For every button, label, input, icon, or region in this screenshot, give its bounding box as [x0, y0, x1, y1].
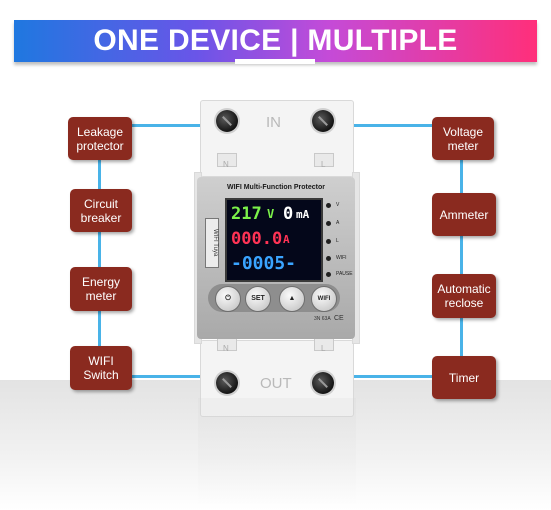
voltage-unit: V	[267, 207, 275, 221]
bottom-tab-n-label: N	[223, 344, 229, 353]
led-a-label: A	[336, 220, 340, 226]
lcd-display: 217 V 0 mA 000.0 A -0005-	[225, 198, 323, 282]
right-top-wire	[353, 124, 433, 127]
led-l-label: L	[336, 238, 339, 244]
set-button[interactable]: SET	[245, 286, 271, 312]
panel-title: WIFI Multi-Function Protector	[227, 184, 325, 191]
left-bottom-wire	[122, 375, 200, 378]
ce-mark: CE	[334, 315, 344, 322]
out-terminal-label: OUT	[260, 375, 292, 392]
current-readout: 000.0	[231, 229, 283, 249]
current-unit: A	[283, 233, 290, 246]
energy-readout: -0005-	[231, 253, 297, 274]
in-terminal-label: IN	[266, 114, 281, 131]
rating-text: 3N 63A	[314, 316, 331, 322]
led-wifi-label: WIFI	[336, 255, 347, 261]
leakage-unit: mA	[296, 208, 310, 221]
right-vertical-wire	[460, 145, 463, 375]
led-a	[326, 221, 331, 226]
wifi-button[interactable]: WIFI	[311, 286, 337, 312]
top-tab-l-label: L	[321, 160, 326, 169]
top-tab-n-label: N	[223, 160, 229, 169]
led-wifi	[326, 256, 331, 261]
banner-title: ONE DEVICE | MULTIPLE FUNCTIONS	[93, 24, 458, 99]
led-v-label: V	[336, 202, 340, 208]
led-pause-label: PAUSE	[336, 271, 353, 277]
feature-leakage-protector: Leakage protector	[68, 117, 132, 160]
top-tab-n: N	[217, 153, 237, 169]
top-right-screw-icon	[312, 110, 334, 132]
feature-wifi-switch: WIFI Switch	[70, 346, 132, 390]
banner-notch	[235, 59, 315, 64]
feature-ammeter: Ammeter	[432, 193, 496, 236]
bottom-left-screw-icon	[216, 372, 238, 394]
bottom-tab-l: L	[314, 337, 334, 353]
power-button[interactable]: ⏻	[215, 286, 241, 312]
leakage-readout: 0	[283, 204, 294, 224]
led-l	[326, 239, 331, 244]
bottom-tab-n: N	[217, 337, 237, 353]
device-reflection	[198, 398, 356, 508]
voltage-readout: 217	[231, 204, 262, 224]
led-v	[326, 203, 331, 208]
left-top-wire	[130, 124, 200, 127]
title-banner: ONE DEVICE | MULTIPLE FUNCTIONS	[14, 20, 537, 99]
feature-energy-meter: Energy meter	[70, 267, 132, 311]
up-button[interactable]: ▲	[279, 286, 305, 312]
bottom-right-screw-icon	[312, 372, 334, 394]
feature-voltage-meter: Voltage meter	[432, 117, 494, 160]
feature-automatic-reclose: Automatic reclose	[432, 274, 496, 318]
top-left-screw-icon	[216, 110, 238, 132]
feature-circuit-breaker: Circuit breaker	[70, 189, 132, 232]
left-vertical-wire	[98, 145, 101, 375]
led-pause	[326, 272, 331, 277]
wifi-tuya-badge: WIFI Tuya	[205, 218, 219, 268]
feature-timer: Timer	[432, 356, 496, 399]
bottom-tab-l-label: L	[321, 344, 326, 353]
top-tab-l: L	[314, 153, 334, 169]
right-bottom-wire	[353, 375, 433, 378]
